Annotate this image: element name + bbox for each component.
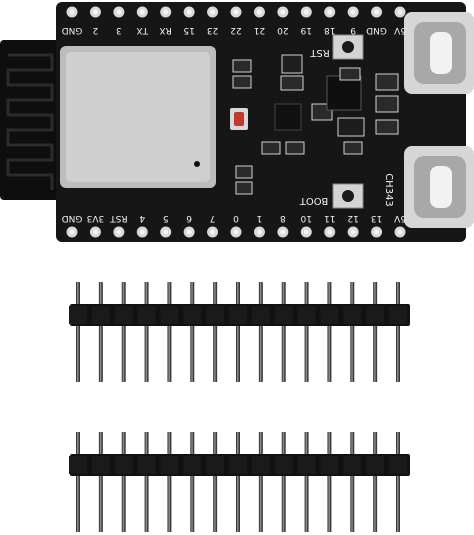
pin-header-lower — [69, 432, 410, 532]
tactile-button-icon — [342, 41, 354, 53]
usb-chip-label: CH343 — [383, 173, 394, 207]
rgb-led-core — [234, 112, 244, 126]
shield-dot — [194, 161, 200, 167]
pin-label: TX — [136, 25, 149, 35]
pin-label: 4 — [139, 213, 145, 223]
antenna-pattern — [6, 53, 54, 190]
pin-label: 2 — [93, 25, 99, 35]
usb-c-port-icon — [404, 146, 474, 228]
pin-label: 12 — [347, 213, 358, 223]
pin-label: GND — [366, 25, 387, 35]
pin-label: 3V3 — [87, 213, 105, 223]
pin-label: 5V — [393, 25, 406, 35]
boot-label: BOOT — [299, 195, 328, 206]
pin-label: 19 — [300, 25, 312, 35]
pin-label: 22 — [230, 25, 241, 35]
pin-label: 20 — [277, 25, 289, 35]
pin-label: 9 — [350, 25, 356, 35]
pin-label: 23 — [207, 25, 218, 35]
pin-label: 11 — [324, 213, 335, 223]
pin-label: 5V — [393, 213, 406, 223]
pin-label: 7 — [210, 213, 216, 223]
pin-header-upper — [69, 282, 410, 382]
pin-label: RX — [160, 25, 172, 35]
components — [230, 54, 399, 195]
bottom-pin-row: GND 3V3 RST 4 5 6 7 0 1 8 10 11 12 13 5V — [62, 213, 406, 238]
rf-shield-highlight — [66, 52, 210, 182]
rst-button — [332, 34, 364, 60]
pin-label: GND — [62, 25, 83, 35]
pin-label: RST — [110, 213, 128, 223]
tactile-button-icon — [342, 190, 354, 202]
pin-label: 18 — [324, 25, 336, 35]
pin-label: GND — [62, 213, 83, 223]
pin-label: 6 — [186, 213, 192, 223]
pin-label: 13 — [371, 213, 382, 223]
pin-label: 3 — [116, 25, 122, 35]
pin-label: 0 — [233, 213, 239, 223]
boot-button — [332, 183, 364, 209]
pin-label: 10 — [300, 213, 312, 223]
pin-label: 21 — [254, 25, 265, 35]
pin-label: 15 — [183, 25, 194, 35]
pin-label: 5 — [163, 213, 169, 223]
usb-c-port-icon — [404, 12, 474, 94]
rst-label: RST — [309, 47, 329, 58]
pin-label: 1 — [257, 213, 263, 223]
pin-label: 8 — [280, 213, 286, 223]
